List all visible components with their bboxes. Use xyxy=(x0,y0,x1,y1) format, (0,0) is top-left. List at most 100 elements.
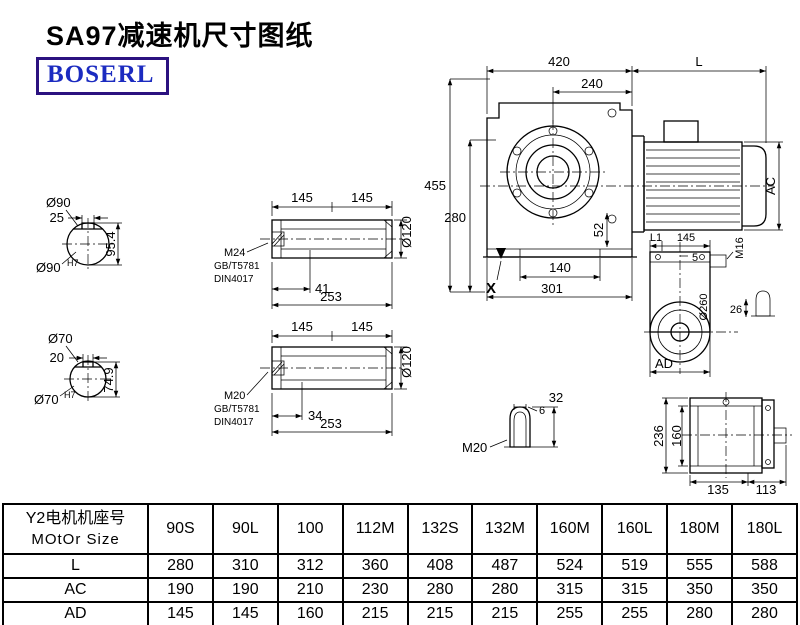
motor-size-cell: 90S xyxy=(147,503,214,555)
value-cell: 210 xyxy=(276,577,344,603)
motor-size-cell: 180M xyxy=(666,503,734,555)
label-thread-bottom: M20 xyxy=(224,390,245,402)
dim-outer-dia-bottom: Ø120 xyxy=(399,346,414,378)
value-cell: 145 xyxy=(211,601,279,625)
brand-logo: BOSERL xyxy=(36,57,170,95)
dim-seg-left-top: 145 xyxy=(291,190,313,205)
dim-motor-length: L xyxy=(695,54,702,69)
hollow-shaft-top: 145 145 Ø120 M24 GB/T5781 DIN4017 41 253 xyxy=(214,190,414,309)
dim-key-height-small: 74.9 xyxy=(101,367,116,392)
value-cell: 350 xyxy=(666,577,734,603)
dim-height-axis: 280 xyxy=(444,210,466,225)
label-thread-m20: M20 xyxy=(462,440,487,455)
value-cell: 190 xyxy=(147,577,214,603)
table-row-AC: AC 190 190 210 230 280 280 315 315 350 3… xyxy=(2,577,798,603)
dim-l1: L1 xyxy=(650,232,662,244)
dim-seg-right-top: 145 xyxy=(351,190,373,205)
motor-size-cell: 160M xyxy=(536,503,604,555)
value-cell: 555 xyxy=(666,553,734,579)
motor-size-cell: 132M xyxy=(471,503,539,555)
dim-145: 145 xyxy=(677,232,695,244)
row-label: AC xyxy=(2,577,149,603)
table-row-L: L 280 310 312 360 408 487 524 519 555 58… xyxy=(2,553,798,579)
motor-size-cell: 112M xyxy=(341,503,409,555)
value-cell: 230 xyxy=(341,577,409,603)
main-view-labels: 420 L 240 455 280 AC 52 140 301 X xyxy=(424,54,778,297)
dim-base-width: 301 xyxy=(541,281,563,296)
main-view-dimensions xyxy=(447,66,783,301)
dim-key-height-large: 95.4 xyxy=(103,231,118,256)
label-shaft-dia-large: Ø90 xyxy=(46,195,71,210)
value-cell: 519 xyxy=(601,553,669,579)
header-en: MOtOr Size xyxy=(31,531,120,549)
dim-key-26: 26 xyxy=(730,304,742,316)
dim-width-113: 113 xyxy=(756,482,777,497)
value-cell: 524 xyxy=(536,553,604,579)
value-cell: 280 xyxy=(731,601,798,625)
value-cell: 408 xyxy=(406,553,474,579)
value-cell: 215 xyxy=(471,601,539,625)
dim-total-length-bottom: 253 xyxy=(320,416,342,431)
value-cell: 255 xyxy=(536,601,604,625)
value-cell: 280 xyxy=(406,577,474,603)
value-cell: 350 xyxy=(731,577,798,603)
value-cell: 280 xyxy=(147,553,214,579)
value-cell: 280 xyxy=(666,601,734,625)
value-cell: 315 xyxy=(536,577,604,603)
dim-thread-depth-top: 41 xyxy=(315,281,329,296)
label-bore-dia-small: Ø70 xyxy=(34,392,59,407)
dim-outer-dia-top: Ø120 xyxy=(399,216,414,248)
dim-width-total: 420 xyxy=(548,54,570,69)
label-bore-dia-large: Ø90 xyxy=(36,260,61,275)
value-cell: 215 xyxy=(406,601,474,625)
label-std-gb-bottom: GB/T5781 xyxy=(214,404,260,415)
motor-size-cell: 160L xyxy=(601,503,669,555)
dim-flange-offset: 52 xyxy=(591,223,606,237)
dim-total-length-top: 253 xyxy=(320,289,342,304)
key-detail: 6 32 M20 xyxy=(462,390,563,455)
value-cell: 255 xyxy=(601,601,669,625)
main-view-linework xyxy=(480,102,774,281)
value-cell: 145 xyxy=(147,601,214,625)
dim-key-width-large: 25 xyxy=(50,210,64,225)
label-bore-fit-large: H7 xyxy=(67,258,79,268)
label-std-din-top: DIN4017 xyxy=(214,274,254,285)
shaft-end-large: Ø90 25 95.4 Ø90 H7 xyxy=(36,195,122,275)
value-cell: 588 xyxy=(731,553,798,579)
dim-seg-right-bottom: 145 xyxy=(351,319,373,334)
dim-height-236: 236 xyxy=(651,425,666,447)
dim-seg-left-bottom: 145 xyxy=(291,319,313,334)
label-std-gb-top: GB/T5781 xyxy=(214,261,260,272)
dim-flange-dia: Ø260 xyxy=(698,294,710,321)
label-shaft-dia-small: Ø70 xyxy=(48,331,73,346)
dim-key-width-6: 6 xyxy=(539,405,545,417)
dim-5: 5 xyxy=(692,252,698,264)
dim-key-length-32: 32 xyxy=(549,390,563,405)
dimension-table: Y2电机机座号 MOtOr Size 90S 90L 100 112M 132S… xyxy=(2,503,798,625)
hollow-shaft-bottom: 145 145 Ø120 M20 GB/T5781 DIN4017 34 253 xyxy=(214,319,414,436)
motor-size-cell: 90L xyxy=(211,503,279,555)
value-cell: 312 xyxy=(276,553,344,579)
label-thread-m16: M16 xyxy=(734,237,746,258)
dim-key-width-small: 20 xyxy=(50,350,64,365)
section-label-x: X xyxy=(486,280,496,297)
motor-size-header: Y2电机机座号 MOtOr Size xyxy=(2,503,149,555)
value-cell: 315 xyxy=(601,577,669,603)
motor-size-cell: 100 xyxy=(276,503,344,555)
label-thread-top: M24 xyxy=(224,247,245,259)
dim-height-total: 455 xyxy=(424,178,446,193)
dim-foot-width: 140 xyxy=(549,260,571,275)
value-cell: 360 xyxy=(341,553,409,579)
table-row-AD: AD 145 145 160 215 215 215 255 255 280 2… xyxy=(2,601,798,625)
dim-thread-depth-bottom: 34 xyxy=(308,408,322,423)
output-side-view: L1 145 5 M16 Ø260 26 AD xyxy=(644,232,775,377)
dim-height-160: 160 xyxy=(669,425,684,447)
value-cell: 160 xyxy=(276,601,344,625)
row-label: L xyxy=(2,553,149,579)
label-std-din-bottom: DIN4017 xyxy=(214,417,254,428)
dim-motor-height: AC xyxy=(763,177,778,195)
header-cn: Y2电机机座号 xyxy=(25,510,126,528)
value-cell: 310 xyxy=(211,553,279,579)
shaft-end-small: Ø70 20 74.9 Ø70 H7 xyxy=(34,331,120,407)
